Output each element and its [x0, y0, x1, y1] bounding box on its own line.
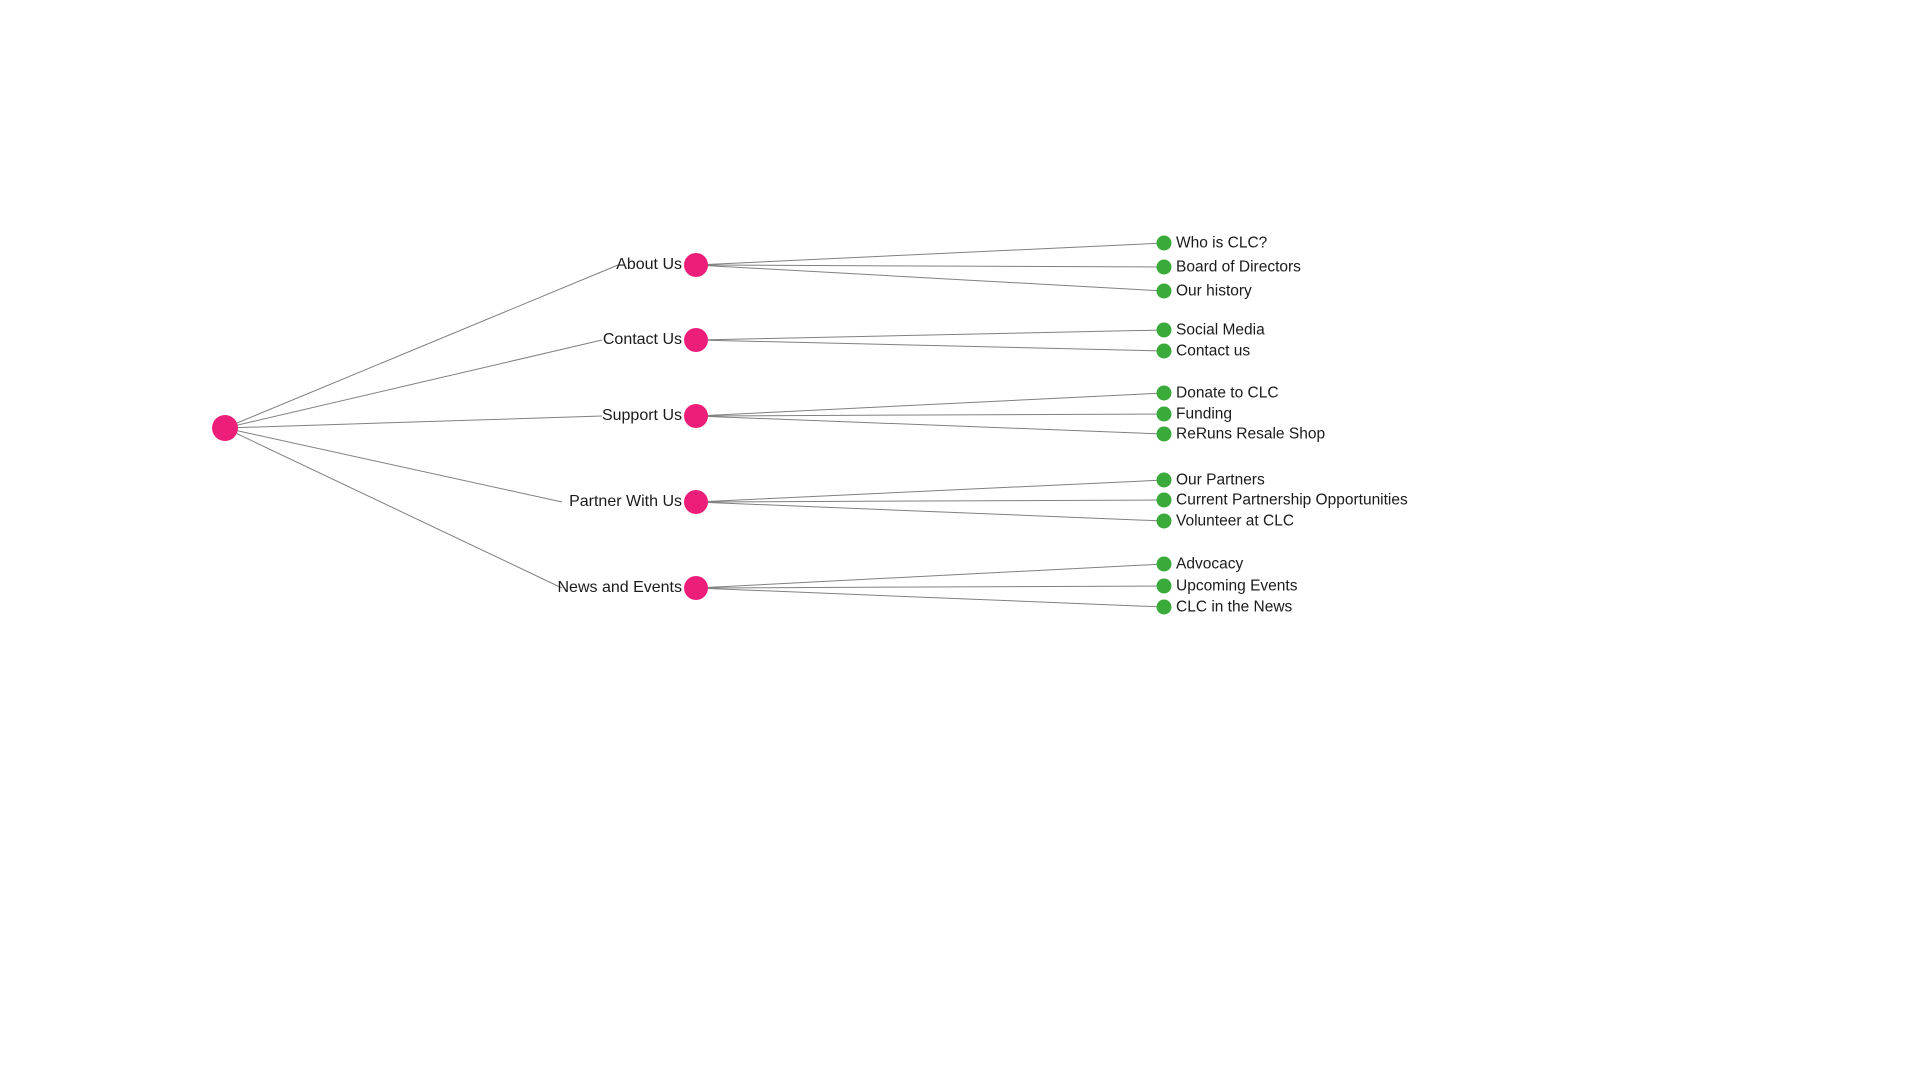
leaf-node-reruns-resale-shop[interactable] [1156, 426, 1172, 442]
leaf-label-contact-us: Contact us [1176, 342, 1251, 360]
leaf-label-funding: Funding [1176, 405, 1233, 423]
leaf-label-clc-in-the-news: CLC in the News [1176, 598, 1293, 616]
leaf-node-social-media[interactable] [1156, 322, 1172, 338]
leaf-node-current-partnership-opportunities[interactable] [1156, 492, 1172, 508]
branch-label-contact-us: Contact Us [602, 331, 682, 348]
leaf-label-volunteer-at-clc: Volunteer at CLC [1176, 512, 1295, 530]
leaf-node-contact-us[interactable] [1156, 343, 1172, 359]
leaf-node-our-history[interactable] [1156, 283, 1172, 299]
branch-node-partner-with-us[interactable] [684, 490, 708, 514]
edge-partner-with-us-to-current-partnership-opportunities [695, 499, 1165, 503]
edge-root-to-news-and-events [224, 427, 563, 589]
branch-node-contact-us[interactable] [684, 328, 708, 352]
edge-news-and-events-to-advocacy [695, 563, 1165, 589]
leaf-node-board-of-directors[interactable] [1156, 259, 1172, 275]
edge-root-to-contact-us [224, 339, 603, 429]
root-node[interactable] [212, 415, 238, 441]
leaf-node-clc-in-the-news[interactable] [1156, 599, 1172, 615]
leaf-node-advocacy[interactable] [1156, 556, 1172, 572]
edge-contact-us-to-contact-us [695, 339, 1165, 352]
edge-news-and-events-to-upcoming-events [695, 585, 1165, 589]
edge-about-us-to-who-is-clc [695, 242, 1165, 266]
leaf-label-board-of-directors: Board of Directors [1176, 258, 1301, 276]
edge-support-us-to-reruns-resale-shop [695, 415, 1165, 435]
leaf-node-upcoming-events[interactable] [1156, 578, 1172, 594]
leaf-label-who-is-clc: Who is CLC? [1176, 234, 1268, 252]
leaf-label-donate-to-clc: Donate to CLC [1176, 384, 1279, 402]
edge-root-to-support-us [224, 415, 603, 429]
edge-about-us-to-board-of-directors [695, 264, 1165, 268]
edge-contact-us-to-social-media [695, 329, 1165, 341]
edge-root-to-partner-with-us [224, 427, 563, 503]
branch-node-support-us[interactable] [684, 404, 708, 428]
branch-label-news-and-events: News and Events [557, 579, 682, 596]
leaf-label-advocacy: Advocacy [1176, 555, 1244, 573]
branch-label-partner-with-us: Partner With Us [569, 493, 682, 510]
leaf-label-our-partners: Our Partners [1176, 471, 1265, 489]
branch-node-about-us[interactable] [684, 253, 708, 277]
branch-label-about-us: About Us [616, 256, 682, 273]
edge-about-us-to-our-history [695, 264, 1165, 292]
edge-support-us-to-donate-to-clc [695, 392, 1165, 417]
leaf-label-our-history: Our history [1176, 282, 1252, 300]
leaf-label-social-media: Social Media [1176, 321, 1265, 339]
leaf-node-who-is-clc[interactable] [1156, 235, 1172, 251]
leaf-node-volunteer-at-clc[interactable] [1156, 513, 1172, 529]
edge-root-to-about-us [224, 264, 619, 429]
branch-label-support-us: Support Us [601, 407, 682, 424]
leaf-node-funding[interactable] [1156, 406, 1172, 422]
leaf-node-donate-to-clc[interactable] [1156, 385, 1172, 401]
leaf-label-reruns-resale-shop: ReRuns Resale Shop [1176, 425, 1326, 443]
leaf-node-our-partners[interactable] [1156, 472, 1172, 488]
edge-support-us-to-funding [695, 413, 1165, 417]
branch-node-news-and-events[interactable] [684, 576, 708, 600]
leaf-label-current-partnership-opportunities: Current Partnership Opportunities [1176, 491, 1408, 509]
leaf-label-upcoming-events: Upcoming Events [1176, 577, 1298, 595]
edge-partner-with-us-to-volunteer-at-clc [695, 501, 1165, 522]
edge-partner-with-us-to-our-partners [695, 479, 1165, 503]
edge-news-and-events-to-clc-in-the-news [695, 587, 1165, 608]
